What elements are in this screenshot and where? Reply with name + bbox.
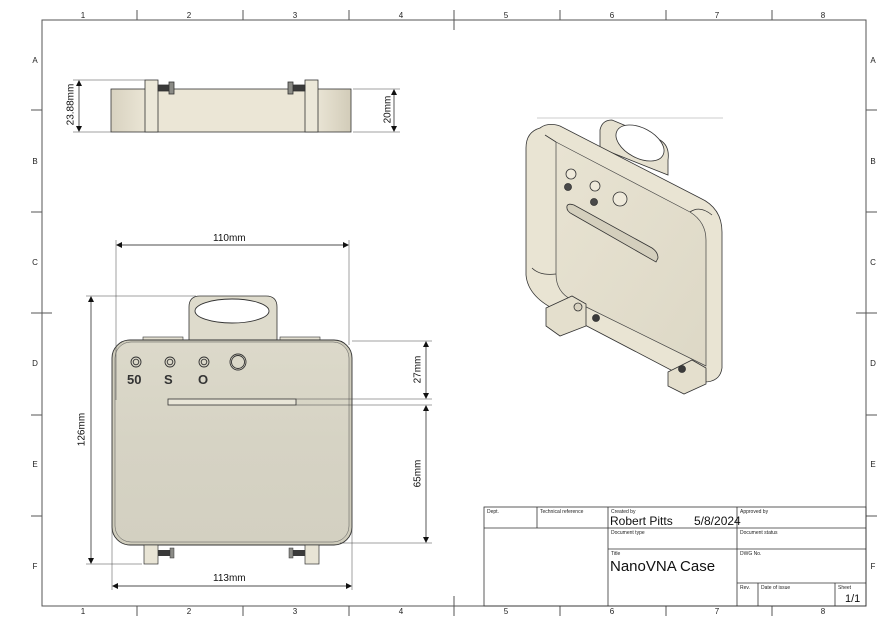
zone-col-2-bottom: 2 xyxy=(186,607,192,616)
zone-row-f-left: F xyxy=(32,562,38,571)
port-label-s: S xyxy=(164,372,173,387)
drawing-frame xyxy=(31,10,877,616)
doc-type-label: Document type xyxy=(611,530,645,536)
sheet-label: Sheet xyxy=(838,585,852,591)
zone-row-e-left: E xyxy=(32,460,38,469)
dim-overall-height: 126mm xyxy=(76,412,88,447)
zone-col-7-top: 7 xyxy=(714,11,720,20)
dept-label: Dept. xyxy=(487,509,499,515)
zone-col-7-bottom: 7 xyxy=(714,607,720,616)
rev-label: Rev. xyxy=(740,585,750,591)
dwg-no-label: DWG No. xyxy=(740,551,762,557)
zone-col-6-top: 6 xyxy=(609,11,615,20)
zone-row-d-right: D xyxy=(870,359,876,368)
created-by-label: Created by xyxy=(611,509,636,515)
port-holes xyxy=(130,353,247,371)
zone-row-c-right: C xyxy=(870,258,876,267)
zone-col-5-bottom: 5 xyxy=(503,607,509,616)
zone-col-8-bottom: 8 xyxy=(820,607,826,616)
sheet-value: 1/1 xyxy=(845,593,861,605)
zone-row-a-left: A xyxy=(32,56,38,65)
port-label-50: 50 xyxy=(127,372,142,387)
dim-slot-to-bottom: 65mm xyxy=(412,459,424,488)
zone-row-b-right: B xyxy=(870,157,876,166)
title-block-grid xyxy=(483,506,867,607)
side-view xyxy=(73,79,400,133)
zone-col-3-bottom: 3 xyxy=(292,607,298,616)
dim-top-to-slot: 27mm xyxy=(412,355,424,384)
dim-top-width: 110mm xyxy=(213,233,246,244)
dim-side-body-height: 20mm xyxy=(382,95,394,124)
zone-row-d-left: D xyxy=(32,359,38,368)
zone-col-5-top: 5 xyxy=(503,11,509,20)
zone-row-f-right: F xyxy=(870,562,876,571)
zone-row-a-right: A xyxy=(870,56,876,65)
zone-col-3-top: 3 xyxy=(292,11,298,20)
zone-row-c-left: C xyxy=(32,258,38,267)
title-label: Title xyxy=(611,551,621,557)
created-by-value: Robert Pitts xyxy=(610,514,673,528)
port-label-o: O xyxy=(198,372,209,387)
zone-row-b-left: B xyxy=(32,157,38,166)
doc-status-label: Document status xyxy=(740,530,778,536)
zone-row-e-right: E xyxy=(870,460,876,469)
created-date: 5/8/2024 xyxy=(694,514,741,528)
zone-col-2-top: 2 xyxy=(186,11,192,20)
zone-col-1-bottom: 1 xyxy=(80,607,86,616)
zone-col-6-bottom: 6 xyxy=(609,607,615,616)
front-view xyxy=(86,240,432,590)
dim-side-overall-height: 23.88mm xyxy=(65,83,77,126)
zone-col-1-top: 1 xyxy=(80,11,86,20)
drawing-title: NanoVNA Case xyxy=(610,558,716,575)
zone-col-8-top: 8 xyxy=(820,11,826,20)
zone-col-4-top: 4 xyxy=(398,11,404,20)
tech-ref-label: Technical reference xyxy=(540,509,584,515)
approved-by-label: Approved by xyxy=(740,509,769,515)
dim-bottom-width: 113mm xyxy=(213,573,246,584)
zone-col-4-bottom: 4 xyxy=(398,607,404,616)
date-of-issue-label: Date of issue xyxy=(761,585,791,591)
isometric-view xyxy=(525,117,723,395)
